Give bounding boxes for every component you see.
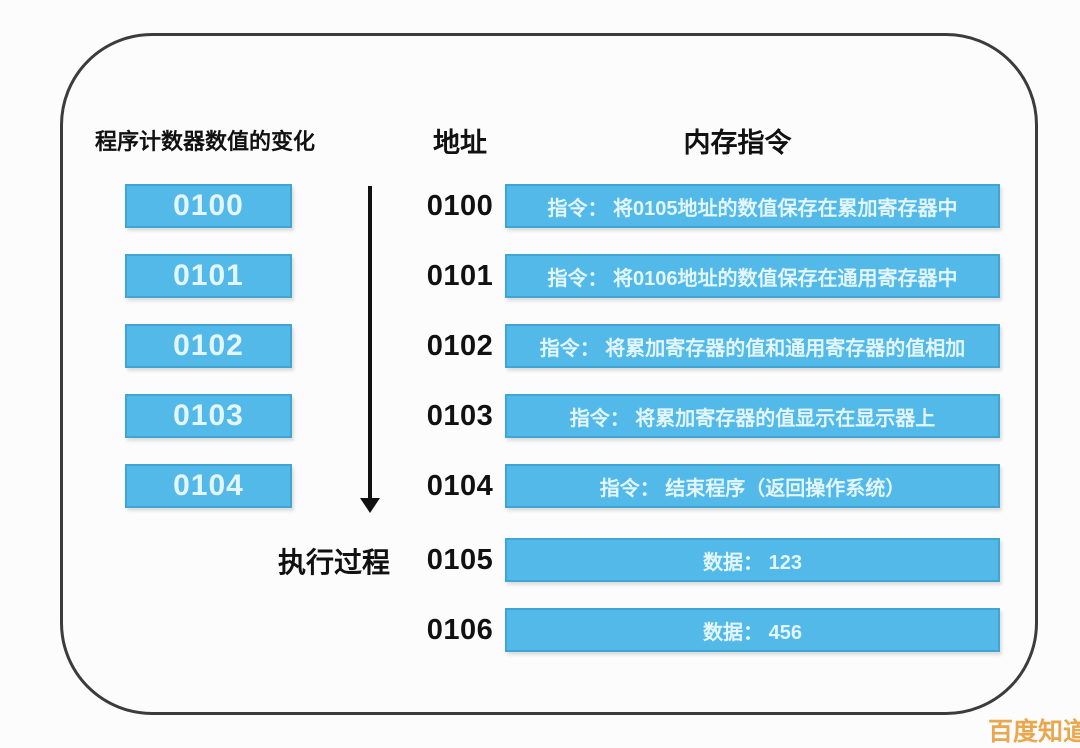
memory-row: 0100 指令： 将0105地址的数值保存在累加寄存器中	[415, 184, 1000, 228]
address-label: 0104	[426, 469, 494, 502]
baidu-zhidao-watermark: 百度知道	[988, 718, 1080, 746]
address-label: 0105	[426, 543, 494, 576]
address-label: 0103	[426, 399, 494, 432]
address-label: 0100	[426, 189, 494, 222]
instruction-box: 指令： 将累加寄存器的值显示在显示器上	[505, 394, 1000, 438]
pc-value-box: 0102	[125, 324, 292, 368]
memory-row: 0102 指令： 将累加寄存器的值和通用寄存器的值相加	[415, 324, 1000, 368]
instruction-column-header: 内存指令	[683, 128, 792, 158]
address-label: 0101	[426, 259, 494, 292]
instruction-box: 指令： 将累加寄存器的值和通用寄存器的值相加	[505, 324, 1000, 368]
address-column-header: 地址	[433, 128, 487, 158]
pc-value-box: 0101	[125, 254, 292, 298]
memory-row: 0103 指令： 将累加寄存器的值显示在显示器上	[415, 394, 1000, 438]
memory-row: 0104 指令： 结束程序（返回操作系统）	[415, 464, 1000, 508]
instruction-box: 数据： 456	[505, 608, 1000, 652]
pc-value-box: 0103	[125, 394, 292, 438]
instruction-box: 指令： 结束程序（返回操作系统）	[505, 464, 1000, 508]
pc-value-box: 0104	[125, 464, 292, 508]
memory-row: 0105 数据： 123	[415, 538, 1000, 582]
rounded-frame-border	[60, 33, 1038, 715]
program-counter-title: 程序计数器数值的变化	[95, 129, 316, 154]
execution-process-label: 执行过程	[278, 547, 391, 578]
memory-row: 0101 指令： 将0106地址的数值保存在通用寄存器中	[415, 254, 1000, 298]
execution-arrow-head-icon	[360, 498, 380, 513]
instruction-box: 指令： 将0105地址的数值保存在累加寄存器中	[505, 184, 1000, 228]
instruction-box: 数据： 123	[505, 538, 1000, 582]
memory-row: 0106 数据： 456	[415, 608, 1000, 652]
instruction-box: 指令： 将0106地址的数值保存在通用寄存器中	[505, 254, 1000, 298]
pc-value-box: 0100	[125, 184, 292, 228]
address-label: 0106	[426, 613, 494, 646]
execution-arrow-line	[368, 186, 372, 500]
address-label: 0102	[426, 329, 494, 362]
